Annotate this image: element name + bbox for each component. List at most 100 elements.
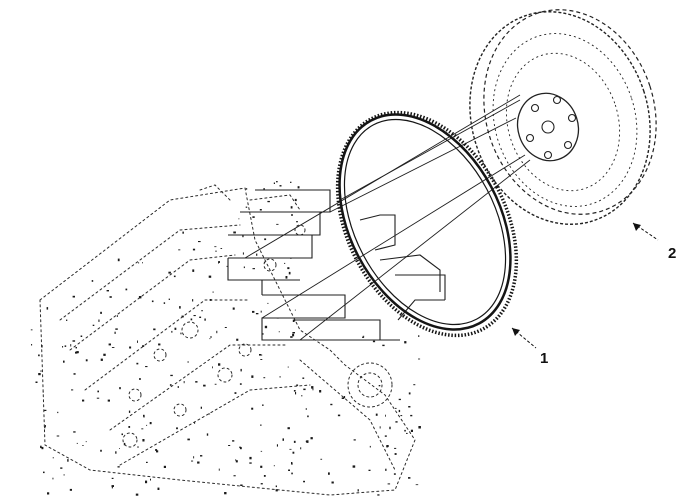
texture-speck [143,414,145,417]
texture-speck [193,315,196,317]
texture-speck [201,310,203,312]
texture-speck [293,319,296,322]
texture-speck [71,389,74,391]
texture-speck [123,442,126,446]
texture-speck [415,484,419,486]
texture-speck [242,252,244,255]
texture-speck [343,396,346,399]
texture-speck [180,332,182,335]
texture-speck [218,363,221,366]
texture-speck [63,360,65,363]
texture-speck [389,426,391,430]
texture-speck [212,366,213,369]
texture-speck [249,456,252,460]
texture-speck [38,354,40,357]
texture-speck [191,460,194,462]
texture-speck [386,446,388,448]
texture-speck [232,440,235,442]
texture-speck [138,262,140,264]
texture-speck [292,319,295,322]
texture-speck [44,426,46,429]
texture-speck [100,358,103,361]
texture-speck [292,451,295,454]
texture-speck [220,248,223,249]
texture-speck [170,374,173,377]
texture-speck [129,346,132,349]
texture-speck [263,188,265,190]
texture-speck [236,338,239,341]
texture-speck [262,333,264,335]
texture-speck [243,266,245,269]
texture-speck [208,275,212,278]
texture-speck [92,324,95,326]
texture-speck [215,250,217,252]
texture-speck [379,426,381,429]
texture-speck [353,439,356,441]
texture-speck [168,271,171,274]
texture-speck [44,409,47,411]
texture-speck [70,344,72,347]
texture-speck [260,424,262,426]
texture-speck [192,248,196,251]
texture-speck [100,311,102,314]
texture-speck [297,186,300,189]
texture-speck [47,492,50,495]
texture-speck [300,447,302,450]
texture-speck [153,328,156,331]
texture-speck [290,336,293,338]
texture-speck [35,381,38,383]
texture-speck [292,333,295,337]
texture-speck [295,392,297,395]
texture-speck [408,392,411,395]
texture-speck [150,478,151,481]
texture-speck [290,206,293,209]
texture-speck [46,307,49,310]
texture-speck [142,439,145,442]
texture-speck [240,368,242,372]
texture-speck [249,462,252,464]
texture-speck [398,398,401,401]
texture-speck [111,347,115,348]
texture-speck [408,406,411,408]
texture-speck [395,407,397,409]
texture-speck [239,383,242,385]
texture-speck [418,335,420,337]
texture-speck [384,435,387,437]
texture-speck [260,450,263,452]
texture-speck [208,413,211,415]
texture-speck [291,472,293,475]
texture-speck [181,315,184,318]
texture-speck [264,325,268,329]
texture-speck [279,376,281,378]
texture-speck [52,457,54,459]
texture-speck [288,469,290,471]
texture-speck [214,246,217,248]
texture-speck [393,473,396,475]
texture-speck [294,198,297,202]
texture-speck [262,404,264,406]
texture-speck [296,384,299,386]
texture-speck [73,431,76,433]
texture-speck [109,296,112,298]
texture-speck [386,445,389,448]
texture-speck [288,271,291,275]
callout-1: 1 [511,327,548,367]
texture-speck [76,442,78,444]
texture-speck [418,358,421,360]
texture-speck [40,445,42,449]
texture-speck [137,446,139,448]
texture-speck [85,441,87,443]
texture-speck [273,465,275,467]
texture-speck [362,336,365,338]
texture-speck [146,461,148,463]
texture-speck [171,330,173,333]
texture-speck [198,241,201,243]
texture-speck [142,345,145,347]
texture-speck [302,377,305,379]
texture-speck [31,344,33,346]
texture-speck [38,373,41,376]
callout-2: 2 [632,222,676,262]
texture-speck [190,318,193,321]
texture-speck [128,410,131,413]
texture-speck [303,480,305,483]
